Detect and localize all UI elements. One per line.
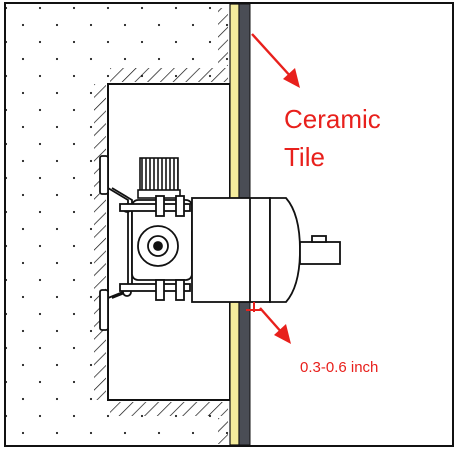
- depth-arrow: [259, 307, 291, 344]
- threaded-inlet: [137, 157, 181, 199]
- valve-housing: [191, 197, 301, 303]
- tile-label-line2: Tile: [284, 142, 325, 172]
- ceramic-label-line1: Ceramic: [284, 104, 381, 134]
- depth-range-label: 0.3-0.6 inch: [300, 359, 378, 376]
- ceramic-tile-arrow: [251, 33, 300, 88]
- depth-marker: [246, 302, 262, 312]
- valve-stem: [299, 235, 341, 265]
